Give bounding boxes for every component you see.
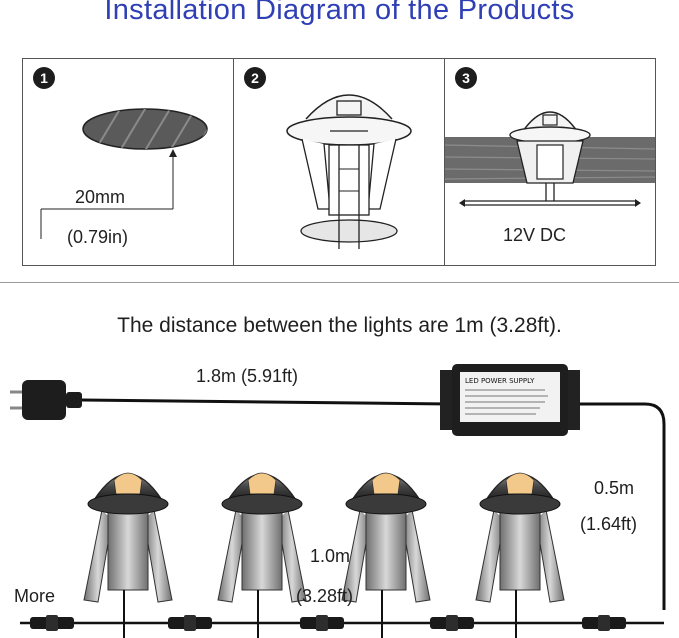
spacing-length-ft: (3.28ft) [296, 586, 354, 606]
installed-light-illustration [445, 111, 655, 207]
branch-length-m: 0.5m [594, 478, 635, 498]
light-insert-illustration [286, 94, 412, 249]
drill-hole-illustration [40, 108, 208, 239]
main-cable-length: 1.8m (5.91ft) [196, 366, 299, 386]
hole-size-mm: 20mm [75, 187, 126, 207]
step-1-badge: 1 [33, 67, 55, 89]
wiring-diagram: LED POWER SUPPLY [10, 364, 666, 638]
spacing-note: The distance between the lights are 1m (… [117, 314, 562, 337]
step-2-panel: 2 [234, 59, 445, 265]
branch-length-ft: (1.64ft) [580, 514, 638, 534]
ac-plug [10, 380, 82, 420]
lamp-1 [83, 472, 173, 638]
step-2-badge: 2 [244, 67, 266, 89]
hole-size-in: (0.79in) [67, 227, 129, 247]
lamp-4 [475, 472, 565, 638]
lamp-2 [217, 472, 307, 638]
section-divider [0, 282, 679, 283]
output-cable [574, 402, 666, 610]
more-label: More [14, 586, 56, 606]
psu-label: LED POWER SUPPLY [465, 377, 535, 385]
step-1-panel: 1 20mm (0.79in) [23, 59, 234, 265]
page-title: Installation Diagram of the Products [104, 0, 575, 26]
lamp-3 [341, 472, 431, 638]
installation-steps: 1 20mm (0.79in) 2 [22, 58, 656, 266]
spacing-length-m: 1.0m [310, 546, 351, 566]
voltage-label: 12V DC [503, 225, 567, 245]
step-3-panel: 3 12V DC [445, 59, 655, 265]
power-supply: LED POWER SUPPLY [440, 364, 580, 436]
main-cable [81, 398, 451, 406]
step-3-badge: 3 [455, 67, 477, 89]
